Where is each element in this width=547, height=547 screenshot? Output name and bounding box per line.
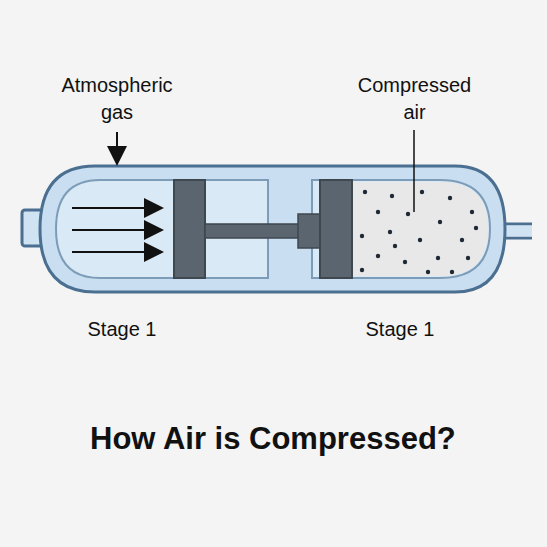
compressed-air-region <box>352 182 488 276</box>
air-particle <box>390 194 394 198</box>
air-particle <box>376 254 380 258</box>
air-particle <box>460 238 464 242</box>
air-particle <box>388 230 392 234</box>
air-particle <box>363 190 367 194</box>
diagram-title: How Air is Compressed? <box>90 420 456 458</box>
air-particle <box>406 212 410 216</box>
air-particle <box>403 260 407 264</box>
piston-right <box>320 180 352 278</box>
air-particle <box>474 226 478 230</box>
stage-label: Stage 1 <box>52 316 192 343</box>
leader-arrow <box>116 132 118 162</box>
piston-rod <box>205 224 305 238</box>
flow-arrows <box>72 208 160 252</box>
air-particle <box>376 210 380 214</box>
air-particle <box>436 256 440 260</box>
air-particle <box>420 190 424 194</box>
air-particle <box>360 268 364 272</box>
air-particle <box>438 220 442 224</box>
air-particles <box>360 190 478 274</box>
air-particle <box>448 196 452 200</box>
compression-chamber <box>312 180 490 278</box>
inlet-label: Atmospheric gas <box>52 72 182 126</box>
air-particle <box>450 270 454 274</box>
cylinder-housing <box>40 166 505 292</box>
rod-coupling <box>298 214 320 248</box>
air-particle <box>426 270 430 274</box>
air-particle <box>470 210 474 214</box>
air-particle <box>466 256 470 260</box>
leader-line <box>413 130 415 212</box>
stage-label: Stage 1 <box>330 316 470 343</box>
piston-left <box>174 180 205 278</box>
outlet-label: Compressed air <box>352 72 477 126</box>
air-particle <box>418 238 422 242</box>
air-particle <box>360 234 364 238</box>
air-particle <box>393 244 397 248</box>
